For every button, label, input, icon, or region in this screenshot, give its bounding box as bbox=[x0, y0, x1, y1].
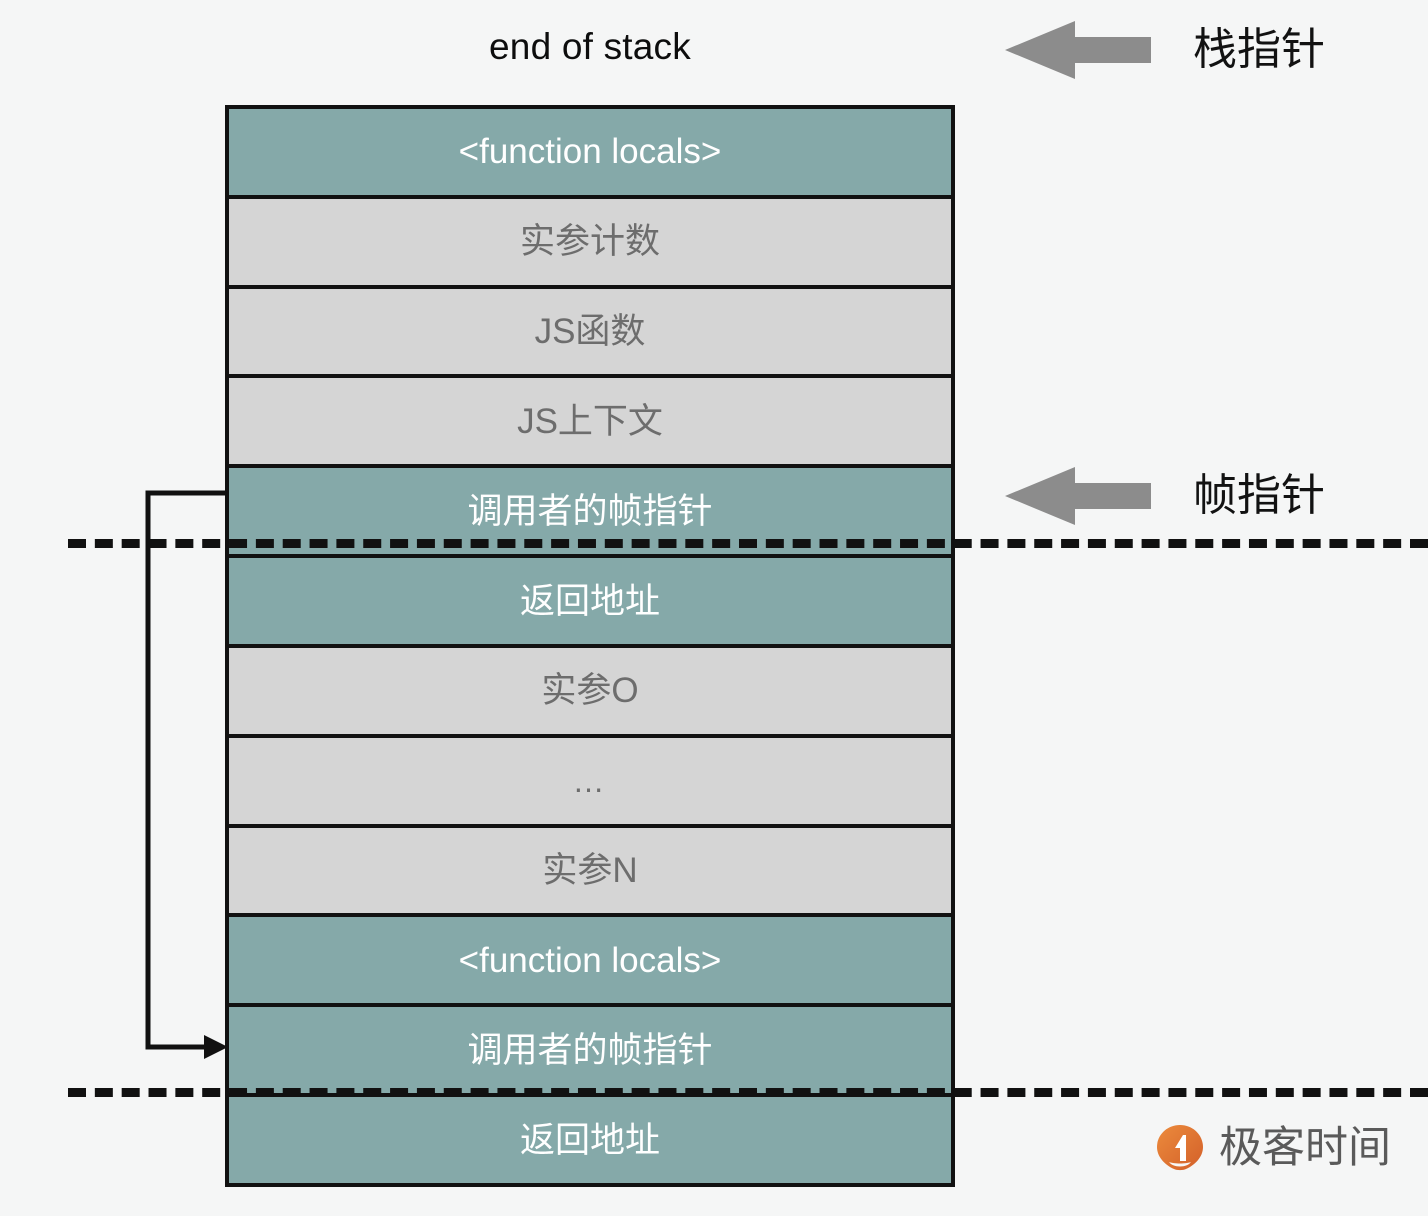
watermark-logo-text: 极客时间 bbox=[1219, 1123, 1391, 1172]
annotation-stack-pointer: 栈指针 bbox=[1003, 18, 1325, 82]
annotation-frame-pointer-label: 帧指针 bbox=[1193, 471, 1325, 520]
left-arrow-icon bbox=[1005, 467, 1151, 525]
stack-row-return-address-top: 返回地址 bbox=[229, 558, 951, 648]
stack-row-argument-0: 实参O bbox=[229, 647, 951, 738]
page-title: end of stack bbox=[489, 26, 691, 67]
geekbang-logo-icon bbox=[1157, 1125, 1203, 1171]
stack-row-js-function: JS函数 bbox=[229, 288, 951, 379]
stack-row-js-context: JS上下文 bbox=[229, 378, 951, 469]
stack-row-argument-ellipsis: … bbox=[229, 737, 951, 828]
watermark-logo: 极客时间 bbox=[1155, 1116, 1391, 1180]
stack-row-argument-n: 实参N bbox=[229, 827, 951, 918]
stack-row-function-locals-bottom: <function locals> bbox=[229, 917, 951, 1008]
stack-diagram-box: <function locals> 实参计数 JS函数 JS上下文 调用者的帧指… bbox=[225, 105, 955, 1187]
stack-row-function-locals-top: <function locals> bbox=[229, 109, 951, 199]
frame-boundary-upper-dashed-line bbox=[68, 539, 1428, 548]
annotation-stack-pointer-label: 栈指针 bbox=[1193, 25, 1325, 74]
annotation-frame-pointer: 帧指针 bbox=[1003, 464, 1325, 528]
frame-boundary-lower-dashed-line bbox=[68, 1088, 1428, 1097]
stack-row-caller-frame-pointer-bottom: 调用者的帧指针 bbox=[229, 1007, 951, 1098]
left-arrow-icon bbox=[1005, 21, 1151, 79]
stack-row-argument-count: 实参计数 bbox=[229, 198, 951, 289]
stack-row-return-address-bottom: 返回地址 bbox=[229, 1097, 951, 1183]
